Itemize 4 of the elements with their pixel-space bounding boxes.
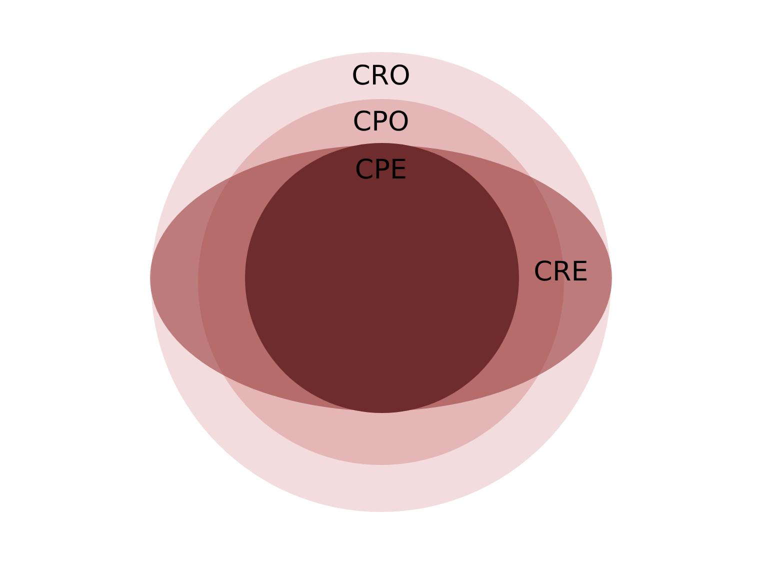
region-label: CPE <box>354 156 408 184</box>
region-label: CRE <box>534 258 588 286</box>
region-label: CRO <box>352 62 410 90</box>
region-label: CPO <box>352 108 410 136</box>
